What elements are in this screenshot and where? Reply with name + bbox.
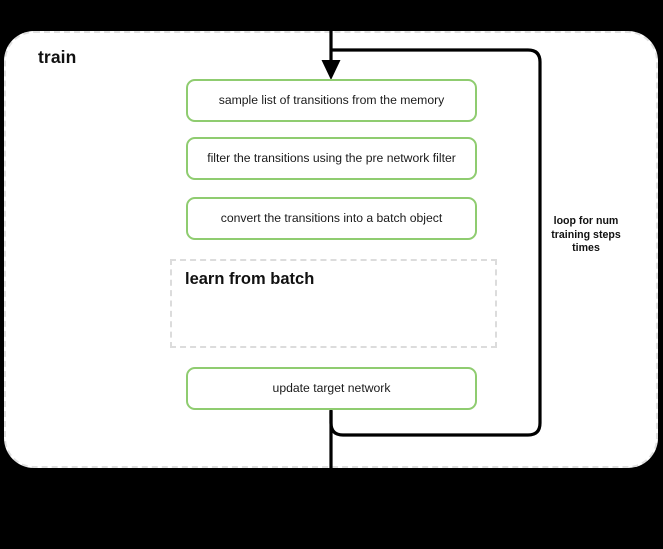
step-label-sample: sample list of transitions from the memo… (218, 93, 445, 108)
step-box-filter[interactable]: filter the transitions using the pre net… (186, 137, 477, 180)
step-label-update: update target network (272, 381, 391, 396)
step-box-convert[interactable]: convert the transitions into a batch obj… (186, 197, 477, 240)
loop-annotation-label: loop for num training steps times (551, 215, 621, 255)
step-box-sample[interactable]: sample list of transitions from the memo… (186, 79, 477, 122)
page-title: train (38, 47, 77, 67)
step-label-filter: filter the transitions using the pre net… (207, 151, 456, 166)
subgraph-title: learn from batch (185, 270, 315, 288)
step-box-update-target-network[interactable]: update target network (186, 367, 477, 410)
step-label-convert: convert the transitions into a batch obj… (220, 211, 443, 226)
subgraph-learn-from-batch[interactable]: learn from batch (170, 259, 497, 348)
